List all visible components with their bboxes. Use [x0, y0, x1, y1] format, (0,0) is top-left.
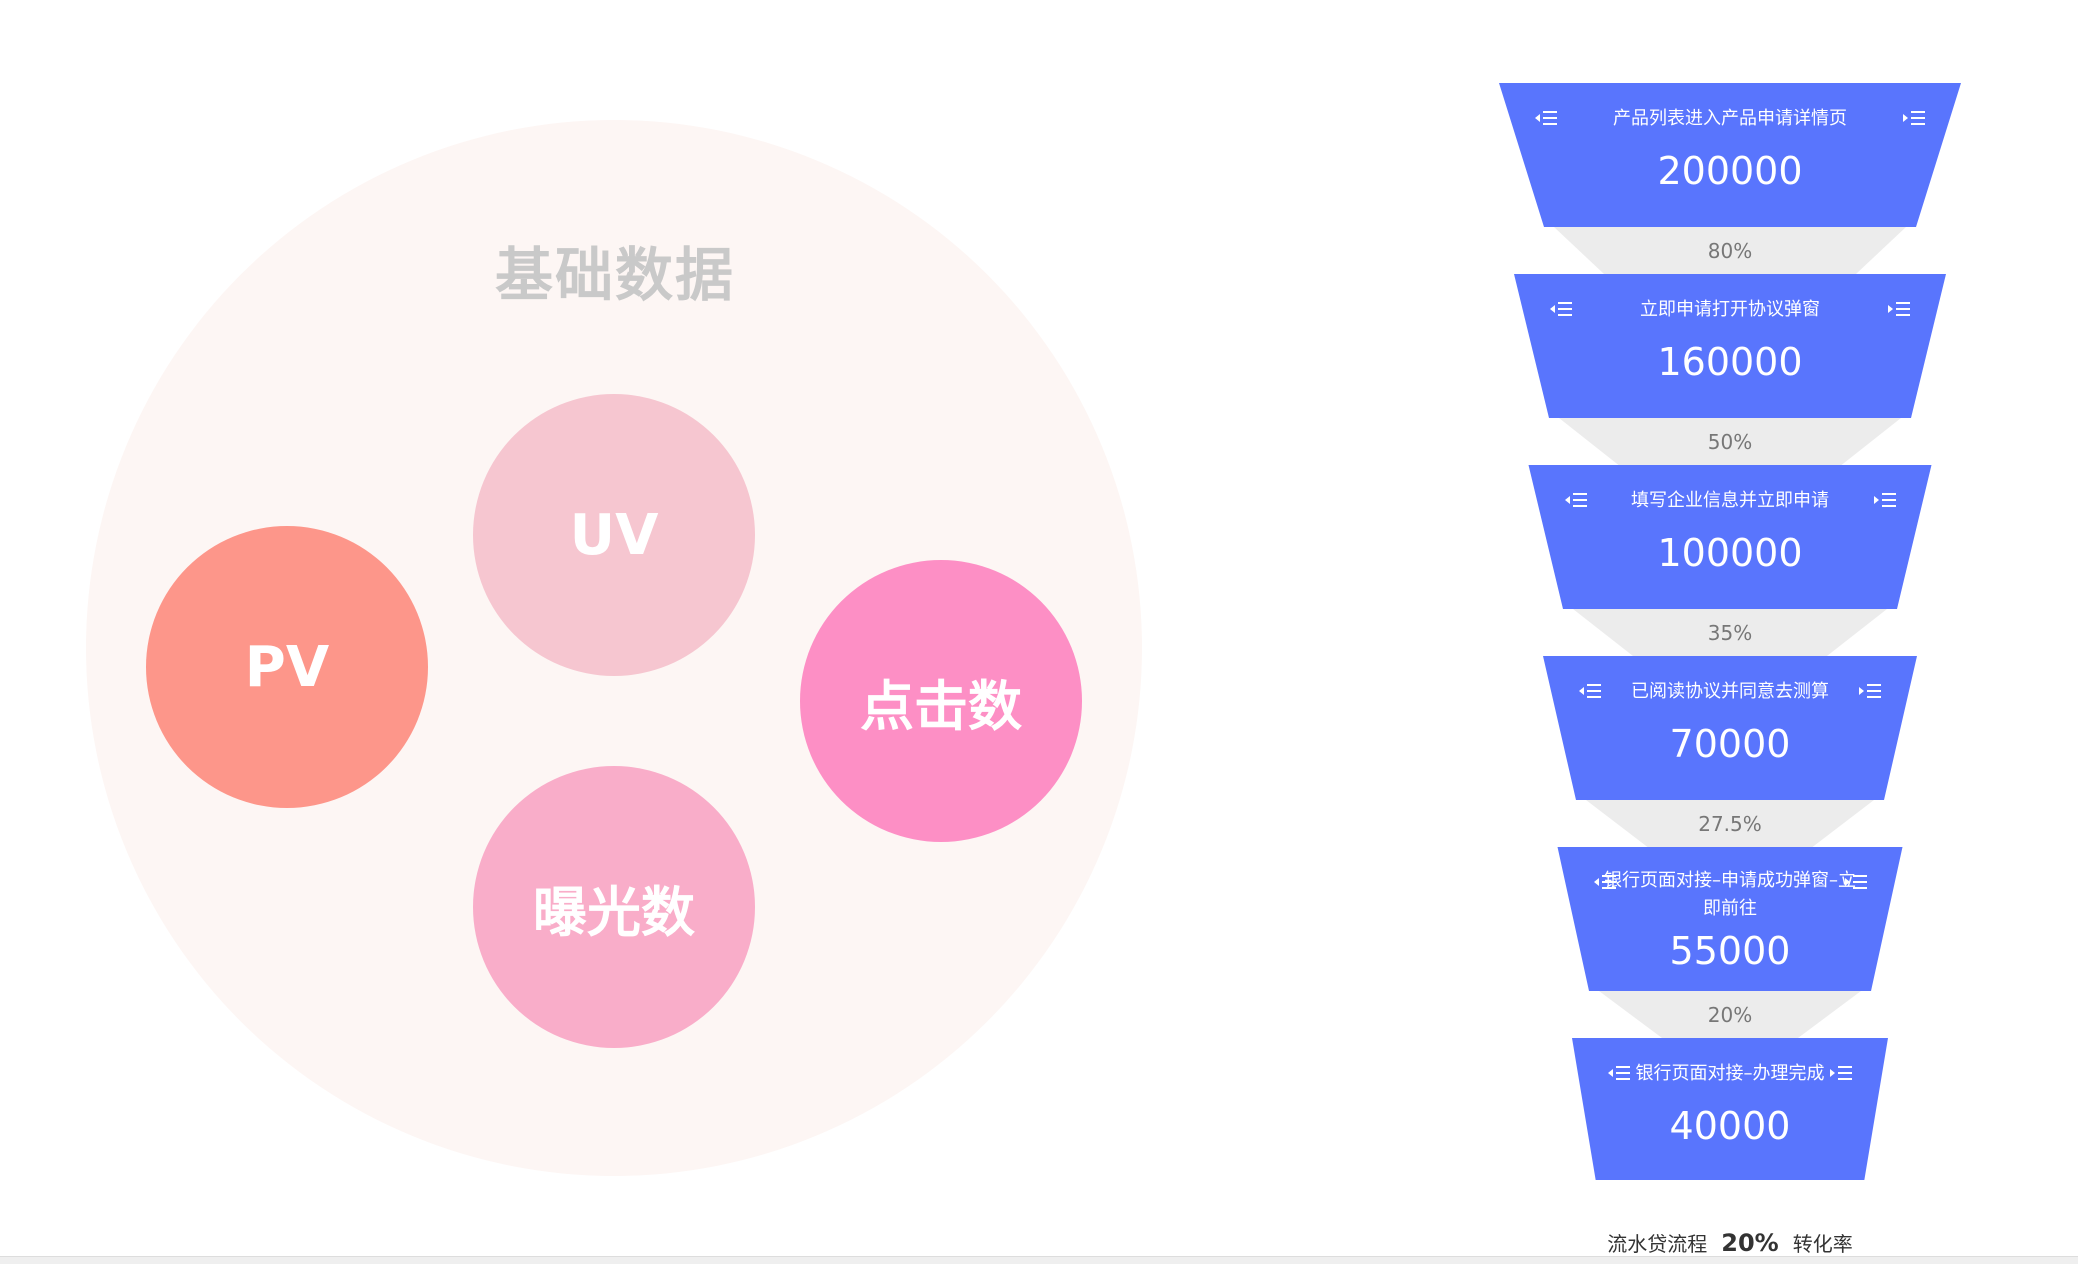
funnel-stage-value: 100000: [1657, 531, 1803, 575]
funnel-stage[interactable]: [1499, 83, 1961, 227]
indent-decrease-icon[interactable]: [1608, 1064, 1630, 1082]
funnel-stage-value: 200000: [1657, 149, 1803, 193]
funnel-stage-label: 产品列表进入产品申请详情页: [1613, 108, 1847, 129]
funnel-stage[interactable]: [1514, 274, 1946, 418]
funnel-connector: [1559, 418, 1901, 465]
indent-decrease-icon[interactable]: [1535, 109, 1557, 127]
funnel-stage[interactable]: [1557, 847, 1903, 991]
footer-percent: 20%: [1721, 1229, 1779, 1257]
funnel-stage[interactable]: [1543, 656, 1917, 800]
conversion-rate-label: 27.5%: [1698, 812, 1762, 836]
indent-increase-icon[interactable]: [1844, 873, 1867, 891]
indent-decrease-icon[interactable]: [1550, 300, 1572, 318]
funnel-stage[interactable]: [1572, 1038, 1888, 1180]
funnel-stage-value: 70000: [1669, 722, 1791, 766]
panel-title: 基础数据: [494, 241, 735, 309]
funnel-stage-label: 银行页面对接–办理完成: [1635, 1063, 1825, 1084]
funnel-stage-label: 填写企业信息并立即申请: [1631, 490, 1829, 511]
conversion-funnel: 80% 产品列表进入产品申请详情页 200000 50% 立即申请打开协议弹窗 16000…: [1480, 80, 1980, 1180]
indent-decrease-icon[interactable]: [1579, 682, 1601, 700]
funnel-stage-value: 160000: [1657, 340, 1803, 384]
pv-label: PV: [244, 634, 330, 700]
funnel-footer: 流水贷流程 20% 转化率: [1530, 1228, 1930, 1257]
indent-increase-icon[interactable]: [1859, 682, 1881, 700]
conversion-rate-label: 20%: [1707, 1003, 1753, 1027]
conversion-rate-label: 50%: [1707, 430, 1753, 454]
conversion-rate-label: 35%: [1707, 621, 1753, 645]
indent-increase-icon[interactable]: [1888, 300, 1910, 318]
uv-label: UV: [569, 502, 659, 568]
impressions-label: 曝光数: [533, 880, 695, 944]
footer-prefix: 流水贷流程: [1607, 1232, 1708, 1256]
funnel-connector: [1554, 227, 1906, 274]
indent-increase-icon[interactable]: [1830, 1064, 1852, 1082]
bottom-scroll-bar[interactable]: [0, 1256, 2078, 1264]
funnel-stage-label: 立即申请打开协议弹窗: [1640, 299, 1820, 320]
funnel-connector: [1586, 800, 1874, 847]
pv-bubble[interactable]: PV: [146, 526, 428, 808]
impressions-bubble[interactable]: 曝光数: [473, 766, 755, 1048]
funnel-stage-label: 银行页面对接–申请成功弹窗–立即前往: [1604, 870, 1856, 919]
funnel-stage-label: 已阅读协议并同意去测算: [1631, 681, 1829, 702]
clicks-bubble[interactable]: 点击数: [800, 560, 1082, 842]
funnel-stage[interactable]: [1528, 465, 1932, 609]
uv-bubble[interactable]: UV: [473, 394, 755, 676]
funnel-shapes: [1499, 83, 1961, 1180]
indent-decrease-icon[interactable]: [1564, 491, 1587, 509]
indent-decrease-icon[interactable]: [1593, 873, 1616, 891]
funnel-connector: [1599, 991, 1861, 1038]
clicks-label: 点击数: [860, 674, 1022, 738]
funnel-stage-value: 40000: [1669, 1104, 1791, 1148]
indent-increase-icon[interactable]: [1903, 109, 1925, 127]
conversion-rate-label: 80%: [1707, 239, 1753, 263]
funnel-stage-value: 55000: [1669, 929, 1791, 973]
footer-suffix: 转化率: [1792, 1232, 1853, 1256]
indent-increase-icon[interactable]: [1873, 491, 1896, 509]
funnel-connector: [1573, 609, 1887, 656]
